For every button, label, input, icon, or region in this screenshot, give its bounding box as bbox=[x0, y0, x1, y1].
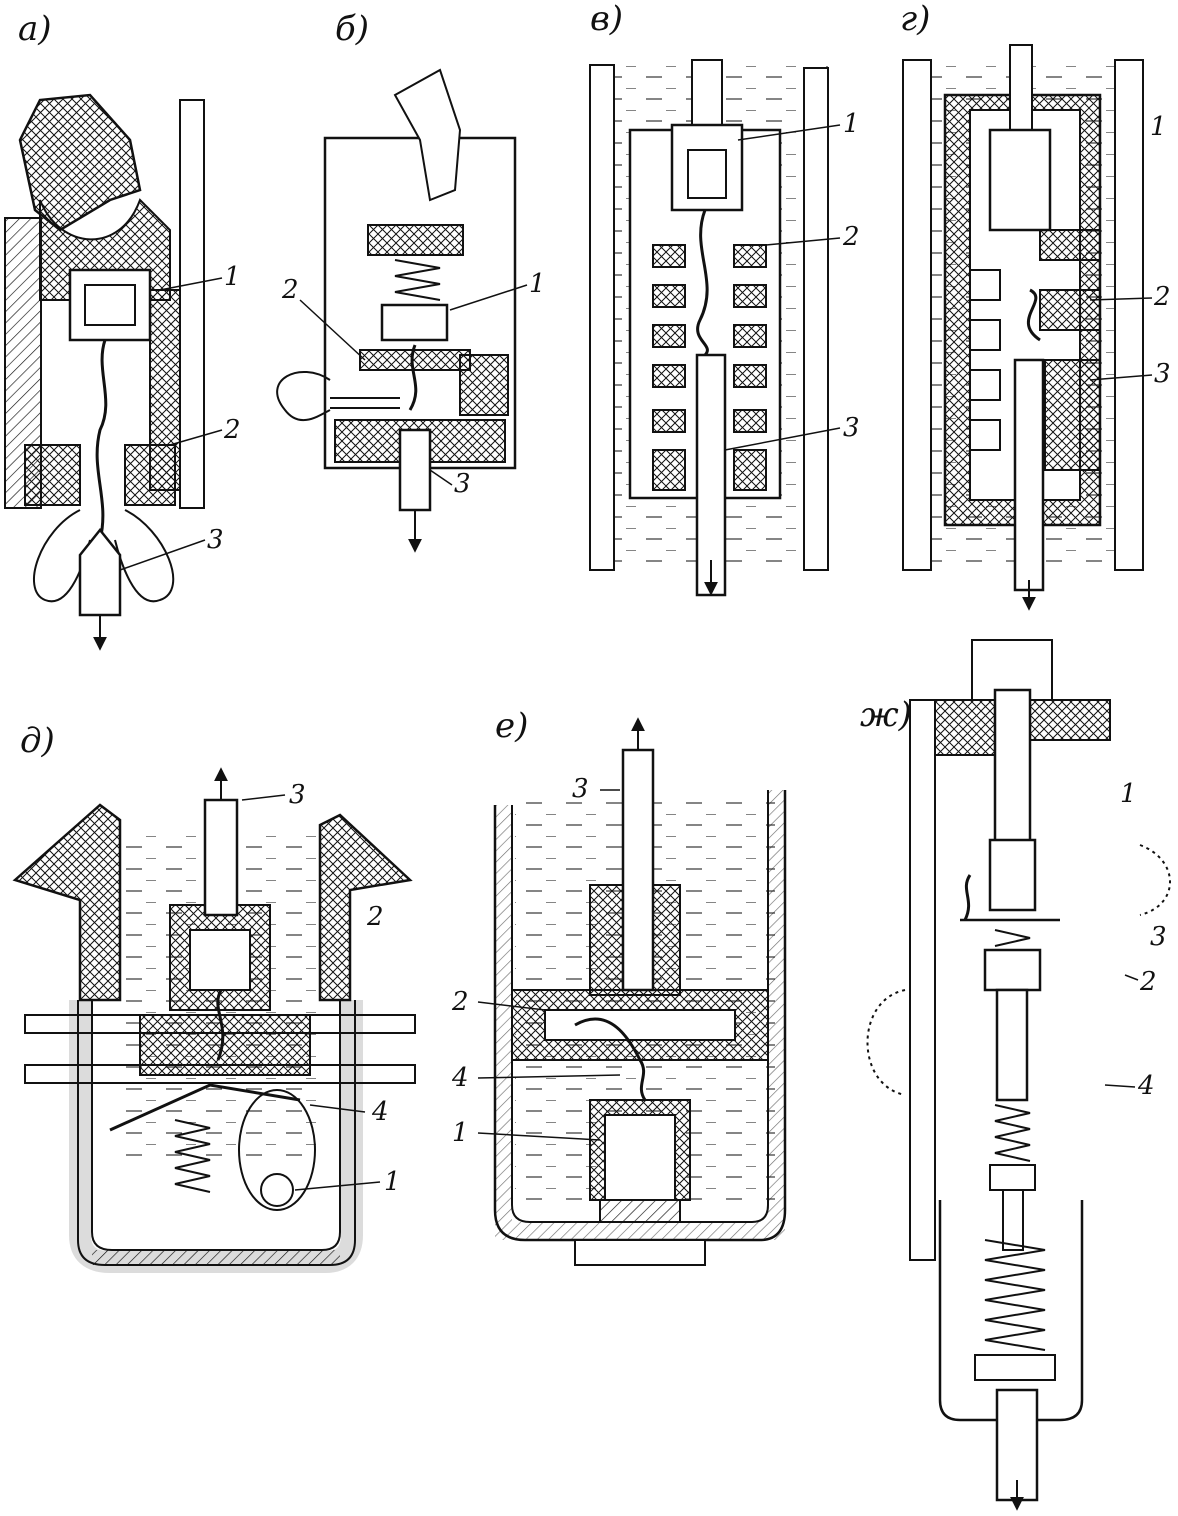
panel-v-callout-3: 3 bbox=[843, 413, 860, 443]
panel-g-callout-1: 1 bbox=[1150, 112, 1167, 142]
panel-v-label: в) bbox=[590, 0, 623, 39]
panel-e-callout-4: 4 bbox=[451, 1063, 469, 1093]
panel-a-label: а) bbox=[18, 9, 52, 49]
panel-b-label: б) bbox=[335, 9, 369, 49]
panel-d-callout-3: 3 bbox=[289, 780, 306, 810]
panel-e-callout-2: 2 bbox=[451, 987, 469, 1017]
panel-g-callout-3: 3 bbox=[1154, 359, 1171, 389]
panel-zh-callout-1: 1 bbox=[1120, 779, 1137, 809]
panel-zh-callout-3: 3 bbox=[1150, 922, 1167, 952]
panel-v-callout-1: 1 bbox=[843, 109, 860, 139]
panel-a-callout-1: 1 bbox=[224, 262, 241, 292]
panel-zh-callout-2: 2 bbox=[1139, 967, 1157, 997]
panel-v-callout-2: 2 bbox=[842, 222, 860, 252]
panel-a: а) 1 2 3 bbox=[4, 9, 241, 651]
panel-g-label: г) bbox=[900, 0, 930, 39]
panel-zh: ж) 1 3 2 4 bbox=[860, 639, 1171, 1511]
panel-g-callout-2: 2 bbox=[1153, 282, 1171, 312]
panel-g: г) 1 2 3 bbox=[900, 0, 1171, 611]
panel-d: д) 3 2 4 1 bbox=[12, 721, 416, 1273]
panel-b-callout-3: 3 bbox=[454, 469, 471, 499]
panel-b: б) 1 2 3 bbox=[276, 9, 546, 553]
panel-b-callout-1: 1 bbox=[529, 269, 546, 299]
panel-zh-callout-4: 4 bbox=[1137, 1071, 1155, 1101]
panel-v: в) 1 2 3 bbox=[589, 0, 860, 597]
panel-d-callout-2: 2 bbox=[366, 902, 384, 932]
panel-e-label: е) bbox=[495, 706, 528, 746]
panel-e-callout-1: 1 bbox=[452, 1118, 469, 1148]
panel-a-callout-3: 3 bbox=[207, 525, 224, 555]
panel-b-callout-2: 2 bbox=[281, 275, 299, 305]
panel-zh-label: ж) bbox=[860, 695, 912, 735]
panel-d-callout-4: 4 bbox=[371, 1097, 389, 1127]
panel-d-callout-1: 1 bbox=[384, 1167, 401, 1197]
panel-e: е) 3 2 4 1 bbox=[451, 706, 787, 1266]
panel-d-label: д) bbox=[20, 721, 55, 761]
panel-e-callout-3: 3 bbox=[572, 774, 589, 804]
panel-a-callout-2: 2 bbox=[223, 415, 241, 445]
